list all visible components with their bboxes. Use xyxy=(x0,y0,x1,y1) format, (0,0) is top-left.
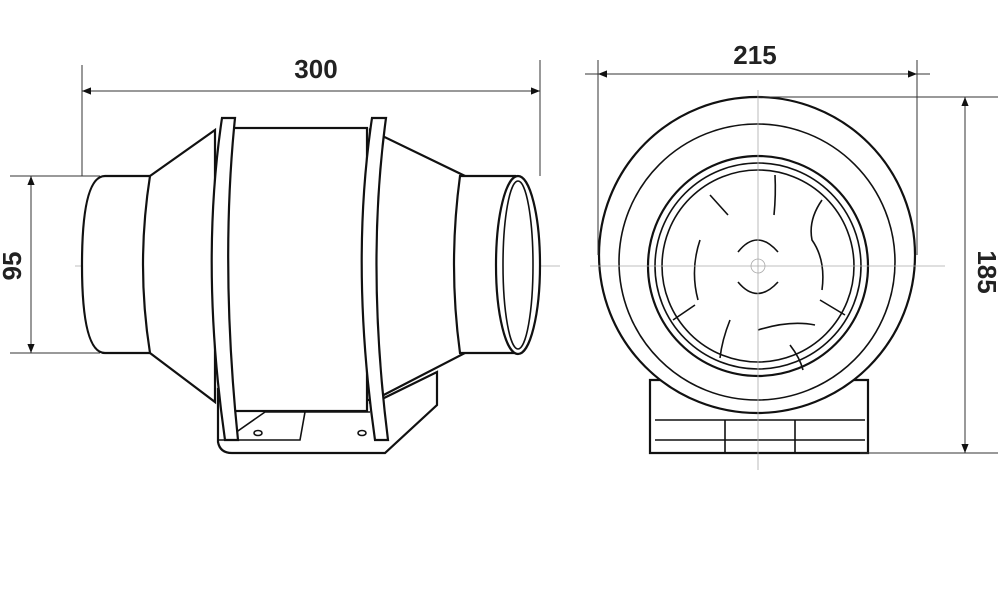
dimension-label-length: 300 xyxy=(294,54,337,84)
outlet-inner-rim xyxy=(502,180,534,350)
outlet-cone xyxy=(368,128,467,404)
motor-housing xyxy=(220,126,369,413)
hub-arc-bottom xyxy=(737,281,779,295)
side-view: 300 95 xyxy=(0,54,560,455)
inlet-pipe xyxy=(80,174,157,355)
outlet-opening xyxy=(494,174,542,356)
dimension-label-diameter: 95 xyxy=(0,252,27,281)
clamp-ring-right xyxy=(360,116,390,442)
front-view: 215 185 xyxy=(585,40,1000,470)
dimension-label-height: 185 xyxy=(972,250,1000,293)
casing-inner-ring xyxy=(618,123,896,401)
dimension-label-width: 215 xyxy=(733,40,776,70)
clamp-ring-left xyxy=(210,116,240,442)
base-detail xyxy=(655,419,865,453)
fan-blades xyxy=(672,174,846,371)
inlet-cone xyxy=(141,127,217,405)
hub-arc-top xyxy=(737,239,779,253)
mount-hole xyxy=(357,429,367,437)
mount-hole xyxy=(253,429,263,437)
